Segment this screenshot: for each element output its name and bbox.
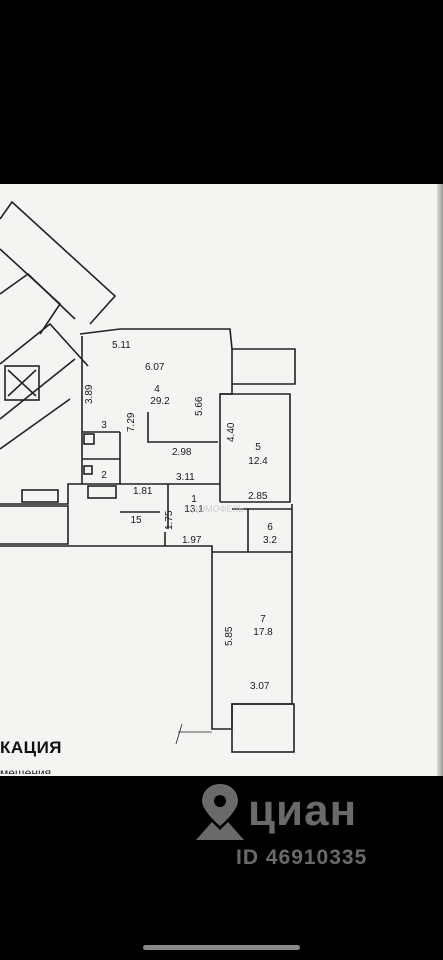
room-4-area: 29.2 bbox=[150, 396, 170, 407]
dim-5-66: 5.66 bbox=[194, 396, 205, 416]
room-7-number: 7 bbox=[260, 614, 266, 625]
dim-3-07: 3.07 bbox=[250, 681, 270, 692]
watermark-mid: ДОМОФЕЛЬ bbox=[192, 504, 245, 514]
floor-plan-drawing bbox=[0, 200, 296, 753]
dim-3-89: 3.89 bbox=[84, 384, 95, 404]
dim-5-85: 5.85 bbox=[224, 626, 235, 646]
dim-6-07: 6.07 bbox=[145, 362, 165, 373]
dim-1-75: 1.75 bbox=[164, 510, 175, 530]
room-5-number: 5 bbox=[255, 442, 261, 453]
listing-id: ID 46910335 bbox=[236, 846, 368, 869]
plan-heading: КАЦИЯ bbox=[0, 738, 63, 757]
floor-plan-photo: 5.11 6.07 3.89 5.66 7.29 2.98 3.11 4.40 … bbox=[0, 184, 443, 776]
room-5-area: 12.4 bbox=[248, 456, 268, 467]
room-2-number: 2 bbox=[101, 470, 107, 481]
dim-3-11: 3.11 bbox=[176, 472, 195, 483]
room-1-number: 1 bbox=[191, 494, 197, 505]
room-7-area: 17.8 bbox=[253, 627, 273, 638]
room-15-number: 15 bbox=[130, 515, 142, 526]
room-6-area: 3.2 bbox=[263, 535, 277, 546]
cian-brand: циан bbox=[248, 786, 358, 835]
dim-7-29: 7.29 bbox=[126, 412, 137, 432]
home-indicator[interactable] bbox=[143, 945, 300, 950]
room-1-area: 13.1 bbox=[184, 504, 204, 515]
room-6-number: 6 bbox=[267, 522, 273, 533]
dim-5-11: 5.11 bbox=[112, 340, 131, 351]
dim-4-40: 4.40 bbox=[226, 422, 237, 442]
dim-2-98: 2.98 bbox=[172, 447, 192, 458]
plan-subheading: мещения bbox=[0, 766, 52, 774]
cian-watermark: циан ID 46910335 bbox=[190, 782, 410, 882]
dim-1-81: 1.81 bbox=[133, 486, 153, 497]
dim-1-97: 1.97 bbox=[182, 535, 202, 546]
dim-2-85: 2.85 bbox=[248, 491, 268, 502]
photo-edge bbox=[437, 184, 443, 776]
location-pin-icon bbox=[196, 784, 244, 840]
room-3-number: 3 bbox=[101, 420, 107, 431]
room-4-number: 4 bbox=[154, 384, 160, 395]
